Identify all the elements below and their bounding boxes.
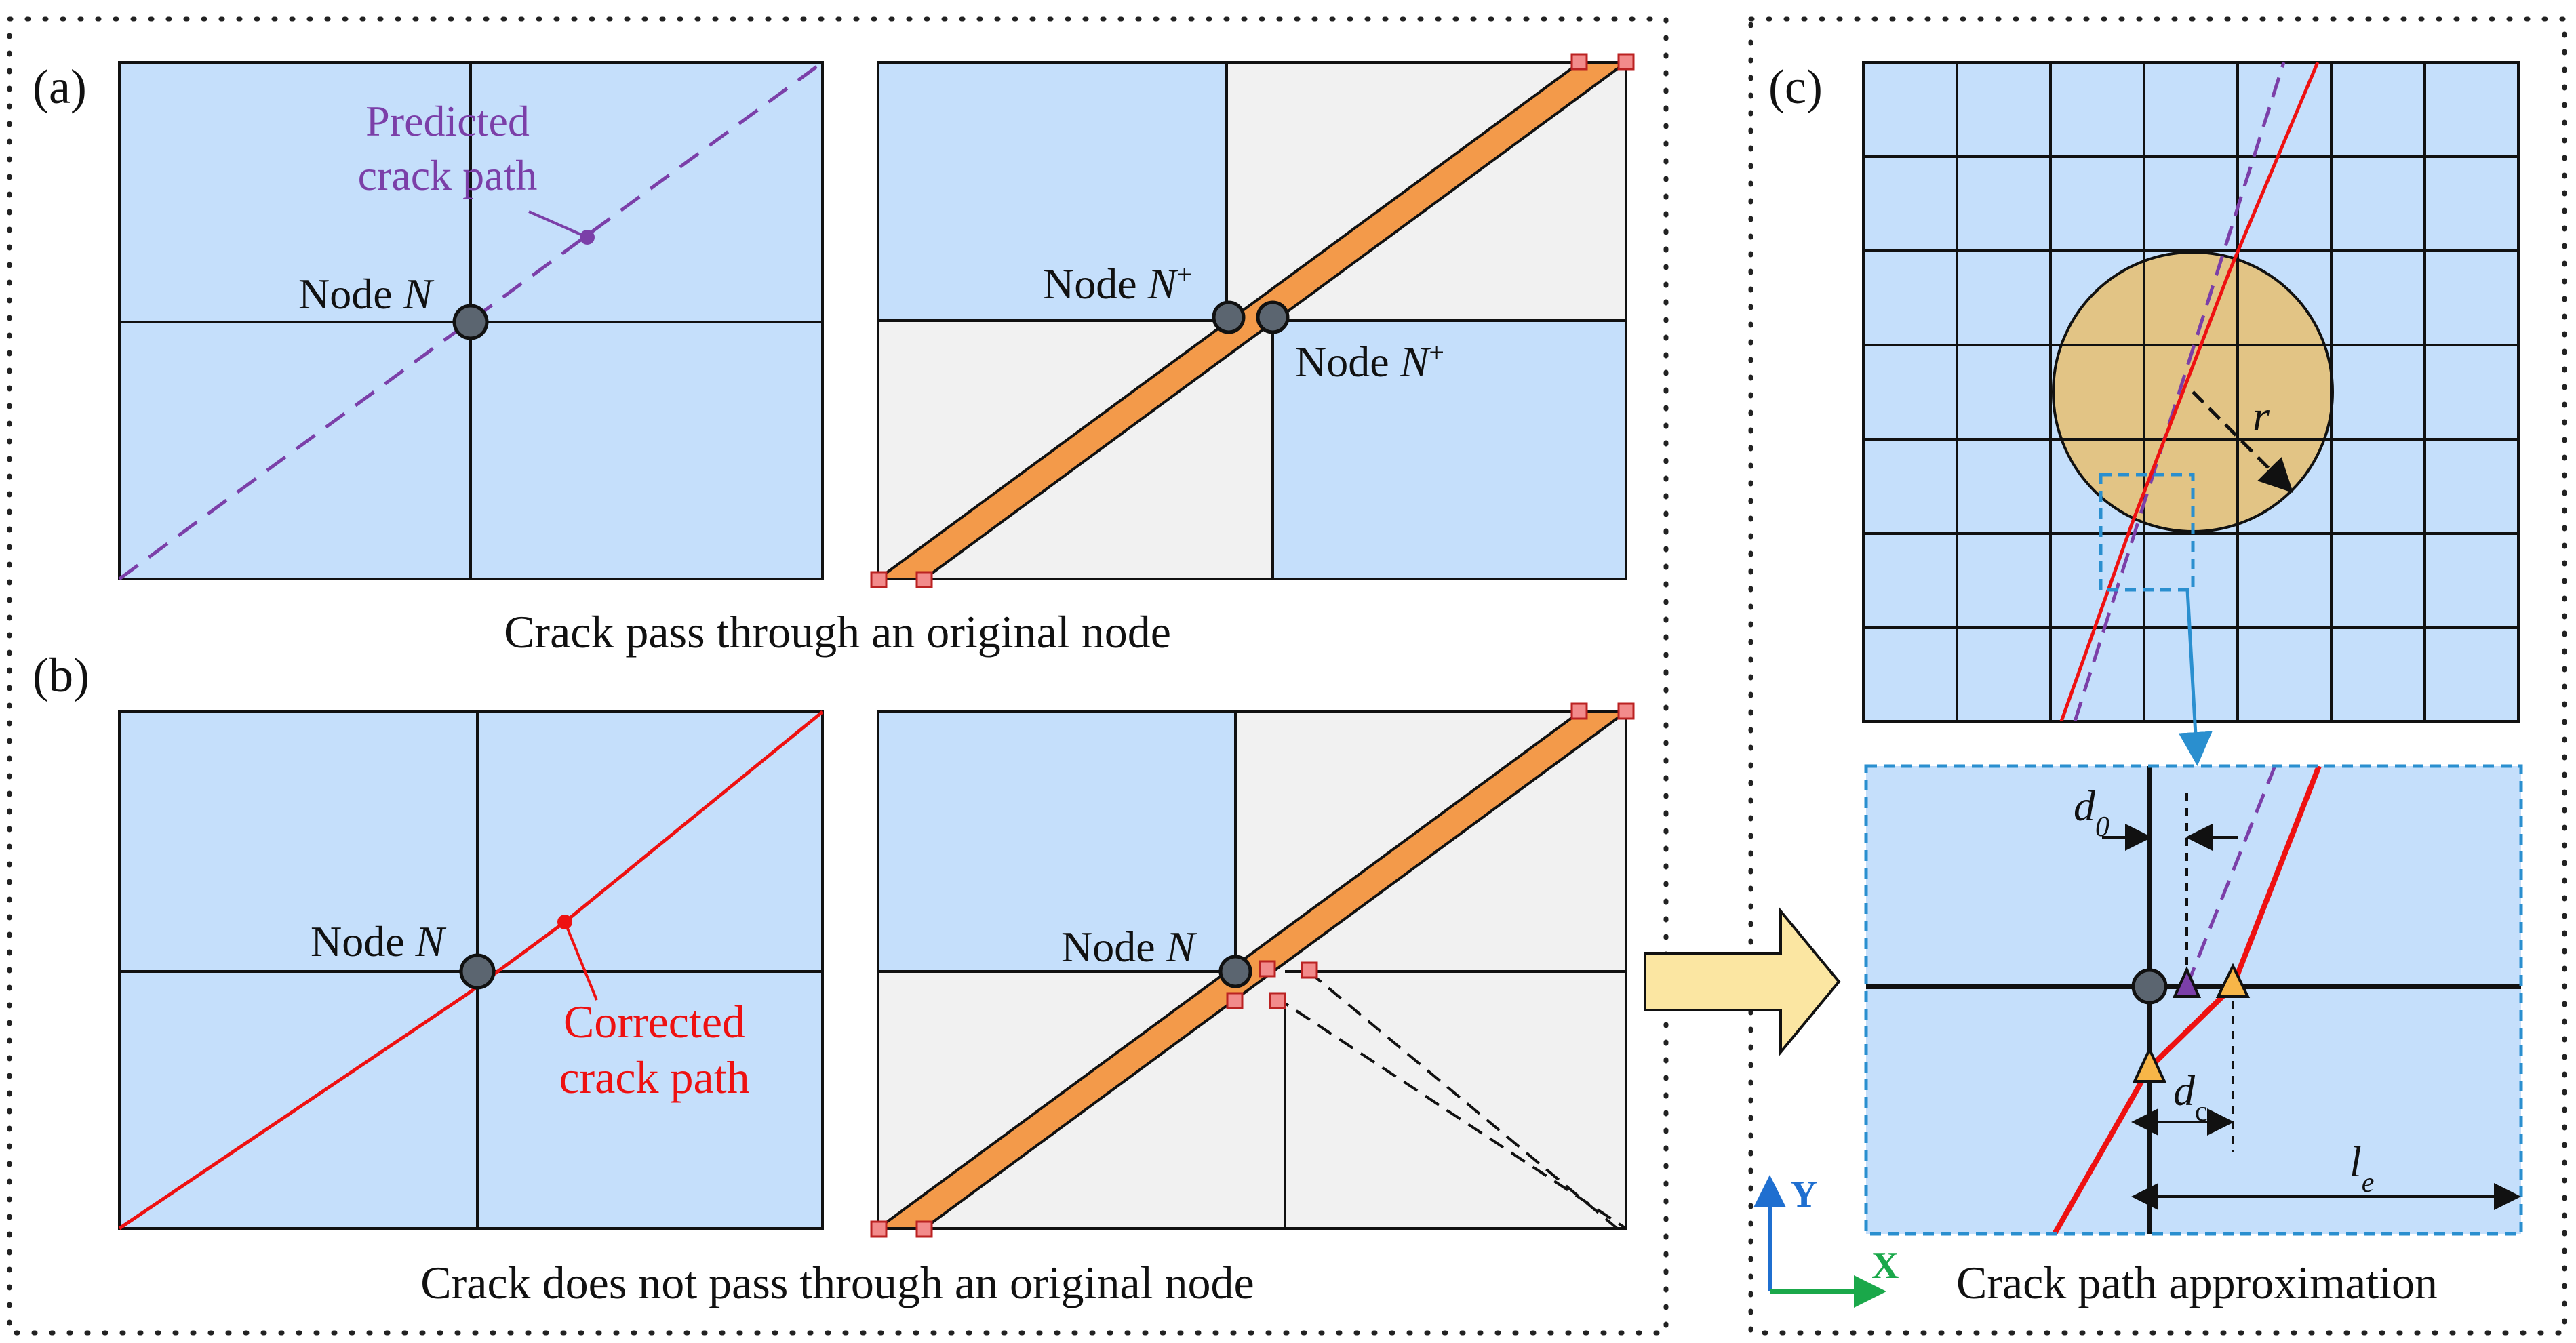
node-n-plus-1-marker — [1212, 300, 1246, 334]
radius-label: r — [2253, 392, 2270, 440]
panel-c-label: (c) — [1768, 60, 1823, 114]
zoom-predicted-path — [2185, 766, 2277, 987]
corrected-path-c — [2059, 62, 2320, 721]
node-n-plus-1-label: Node N+ — [1043, 259, 1192, 308]
predicted-intersection-marker — [2172, 966, 2202, 998]
axis-y-label: Y — [1790, 1174, 1817, 1216]
node-n-plus-2-marker — [1256, 300, 1290, 334]
predicted-label-1: Predicted — [365, 97, 530, 145]
transition-arrow — [1644, 907, 1841, 1056]
node-n-marker-b-right — [1218, 955, 1252, 988]
node-n-label-a: Node N — [298, 270, 435, 318]
zoom-corrected-path — [2052, 766, 2322, 1234]
caption-a: Crack pass through an original node — [504, 606, 1171, 658]
corrected-label-1: Corrected — [563, 996, 745, 1047]
le-label: le — [2350, 1138, 2374, 1199]
right-frame — [1748, 16, 2567, 1336]
panel-a-left-mesh — [118, 60, 824, 581]
corrected-intersection-marker — [2215, 963, 2251, 998]
panel-c-mesh-grid — [1862, 61, 2520, 766]
corrected-label-2: crack path — [559, 1051, 749, 1103]
coordinate-axes — [1753, 1175, 1886, 1308]
panel-b-left-mesh — [118, 710, 824, 1230]
corrected-edge-marker — [2132, 1046, 2167, 1083]
panel-b-right-mesh — [870, 702, 1635, 1238]
axis-x-label: X — [1871, 1245, 1899, 1287]
predicted-label-2: crack path — [358, 151, 538, 199]
panel-a-right-mesh — [870, 53, 1635, 588]
dc-label: dc — [2173, 1066, 2208, 1127]
panel-a-label: (a) — [33, 60, 87, 114]
corrected-crack-path — [118, 710, 824, 1230]
node-n-marker-b — [459, 953, 496, 990]
zoom-region-box — [2099, 473, 2195, 592]
caption-c: Crack path approximation — [1956, 1257, 2438, 1308]
caption-b: Crack does not pass through an original … — [420, 1257, 1254, 1308]
panel-b-label: (b) — [33, 648, 90, 702]
d0-label: d0 — [2074, 782, 2109, 843]
node-n-plus-2-label: Node N+ — [1295, 337, 1444, 386]
node-n-marker — [452, 304, 489, 340]
panel-c-zoom-detail — [1864, 764, 2523, 1236]
predicted-path-c — [2073, 62, 2286, 721]
left-frame — [7, 16, 1669, 1336]
zoom-node-marker — [2131, 968, 2168, 1005]
node-n-label-b-right: Node N — [1061, 923, 1197, 971]
node-n-label-b: Node N — [311, 917, 447, 965]
